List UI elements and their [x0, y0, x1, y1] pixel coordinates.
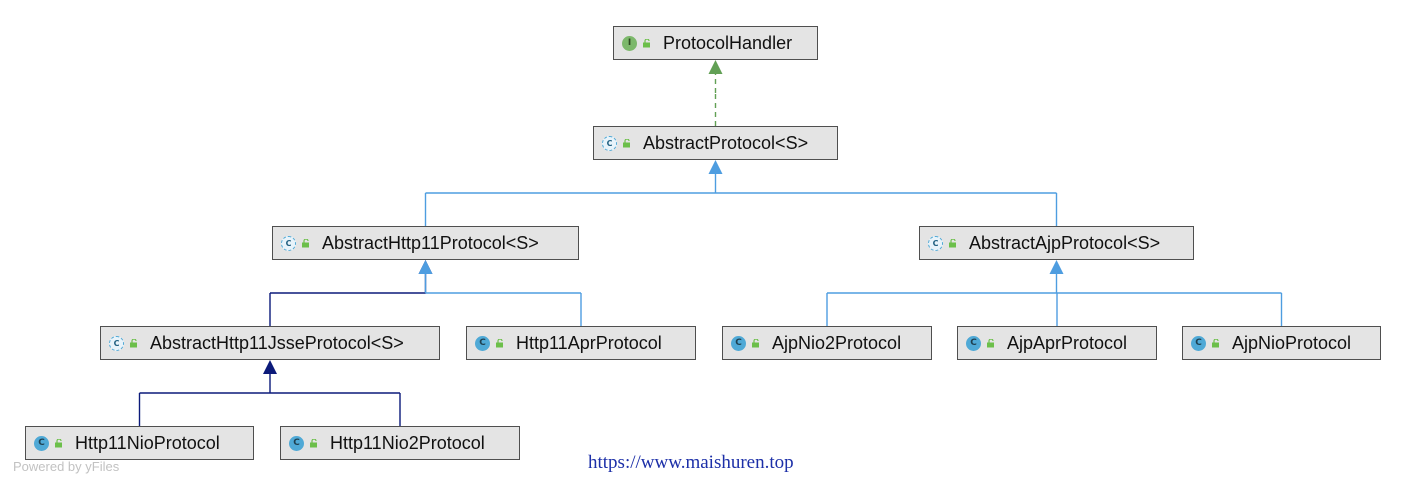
node-http11-apr-protocol[interactable]: C Http11AprProtocol: [466, 326, 696, 360]
node-label: AbstractHttp11JsseProtocol<S>: [150, 332, 404, 353]
inheritance-arrowhead: [263, 360, 277, 374]
node-abstract-http11-protocol[interactable]: C AbstractHttp11Protocol<S>: [272, 226, 579, 260]
abstract-class-icon: C: [928, 235, 943, 251]
inheritance-arrowhead: [418, 260, 433, 274]
abstract-class-icon: C: [602, 135, 617, 151]
node-abstract-ajp-protocol[interactable]: C AbstractAjpProtocol<S>: [919, 226, 1194, 260]
public-visibility-icon: [130, 338, 137, 347]
public-visibility-icon: [496, 338, 503, 347]
node-abstract-protocol[interactable]: C AbstractProtocol<S>: [593, 126, 838, 160]
node-label: Http11Nio2Protocol: [330, 432, 485, 453]
node-label: Http11NioProtocol: [75, 432, 220, 453]
node-label: AjpNio2Protocol: [772, 332, 902, 353]
public-visibility-icon: [55, 438, 62, 447]
node-protocol-handler[interactable]: I ProtocolHandler: [613, 26, 818, 60]
public-visibility-icon: [310, 438, 317, 447]
node-ajp-nio-protocol[interactable]: C AjpNioProtocol: [1182, 326, 1381, 360]
inheritance-arrowhead: [708, 160, 723, 174]
abstract-class-icon: C: [281, 235, 296, 251]
class-icon: C: [966, 335, 981, 351]
class-icon: C: [731, 335, 746, 351]
yfiles-watermark: Powered by yFiles: [13, 459, 120, 474]
node-ajp-apr-protocol[interactable]: C AjpAprProtocol: [957, 326, 1157, 360]
node-abstract-http11-jsse-protocol[interactable]: C AbstractHttp11JsseProtocol<S>: [100, 326, 440, 360]
public-visibility-icon: [643, 38, 650, 47]
public-visibility-icon: [949, 238, 956, 247]
node-label: Http11AprProtocol: [516, 332, 662, 353]
public-visibility-icon: [1212, 338, 1219, 347]
class-icon: C: [475, 335, 490, 351]
abstract-class-icon: C: [109, 335, 124, 351]
node-label: AjpAprProtocol: [1007, 332, 1128, 353]
class-icon: C: [289, 435, 304, 451]
node-label: AbstractProtocol<S>: [643, 132, 809, 153]
public-visibility-icon: [987, 338, 994, 347]
interface-icon: I: [622, 35, 637, 51]
node-ajp-nio2-protocol[interactable]: C AjpNio2Protocol: [722, 326, 932, 360]
inheritance-arrowhead: [1049, 260, 1064, 274]
inheritance-arrowhead: [708, 60, 723, 74]
node-label: AbstractHttp11Protocol<S>: [322, 232, 539, 253]
node-label: ProtocolHandler: [663, 32, 793, 53]
node-http11-nio2-protocol[interactable]: C Http11Nio2Protocol: [280, 426, 520, 460]
public-visibility-icon: [752, 338, 759, 347]
node-label: AjpNioProtocol: [1232, 332, 1352, 353]
class-icon: C: [1191, 335, 1206, 351]
node-label: AbstractAjpProtocol<S>: [969, 232, 1161, 253]
public-visibility-icon: [302, 238, 309, 247]
site-link[interactable]: https://www.maishuren.top: [588, 452, 794, 473]
node-http11-nio-protocol[interactable]: C Http11NioProtocol: [25, 426, 254, 460]
public-visibility-icon: [623, 138, 630, 147]
class-icon: C: [34, 435, 49, 451]
